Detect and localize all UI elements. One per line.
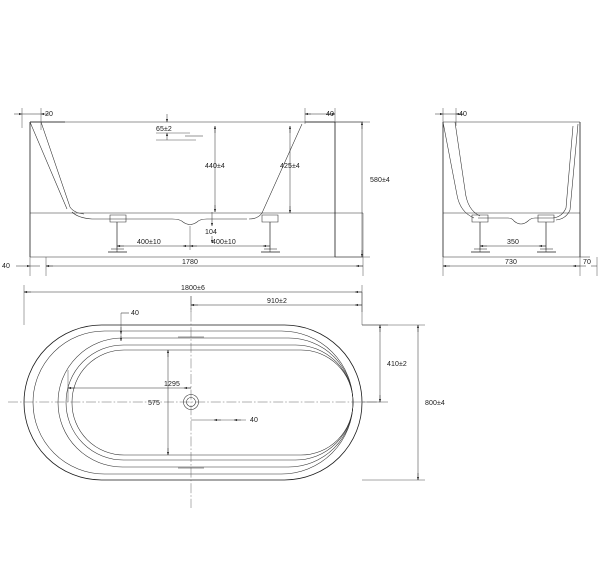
dim-side-overall: 730 70	[442, 213, 598, 276]
label-plan-drain-from-right: 910±2	[267, 298, 287, 305]
dim-plan-rim-width-right: 40	[191, 417, 258, 424]
dim-plan-overall-width: 800±4	[362, 324, 445, 481]
dim-drain-height: 104	[205, 212, 217, 244]
plan-outer-outline	[23, 324, 363, 481]
dim-plan-overall-length: 1800±6	[23, 285, 363, 325]
label-plan-rim-width-left: 40	[131, 310, 139, 317]
label-side-rim: 40	[459, 111, 467, 118]
front-left-wall	[29, 121, 68, 210]
side-left-inner-slope	[454, 121, 481, 217]
front-right-inner-slope	[248, 123, 303, 220]
label-overall-height: 580±4	[370, 177, 390, 184]
label-side-overall-width: 730	[505, 259, 517, 266]
plan-view: 1800±6 910±2 40 40	[8, 285, 445, 508]
label-rim-inner-offset: 65±2	[156, 126, 172, 133]
side-right-inner-slope	[552, 125, 574, 219]
label-plan-inner-end-to-drain: 575	[148, 400, 160, 407]
dim-side-foot-spacing: 350	[479, 222, 547, 250]
dim-plan-inner-end-to-drain: 575	[148, 349, 170, 456]
dim-inner-depth-right: 425±4	[280, 125, 300, 214]
dim-plan-rim-width-left: 40	[119, 310, 139, 342]
label-foot-spacing-left: 400±10	[137, 239, 161, 246]
label-side-right-offset: 70	[583, 259, 591, 266]
side-drain-dip	[507, 217, 536, 225]
label-drain-height: 104	[205, 229, 217, 236]
front-drain-dip	[171, 218, 208, 225]
plan-drain-outer	[183, 394, 199, 410]
dim-front-left-rim: 20	[14, 108, 53, 130]
dim-inner-depth-center: 440±4	[205, 125, 225, 213]
label-inner-depth-center: 440±4	[205, 163, 225, 170]
label-plan-drain-from-left: 1295	[164, 381, 180, 388]
dim-plan-drain-from-left: 1295	[67, 370, 191, 402]
side-right-wall	[555, 123, 579, 221]
side-left-wall	[442, 121, 475, 219]
front-elevation-view: 20 40 65±2 440±4	[2, 108, 390, 276]
label-side-foot-spacing: 350	[507, 239, 519, 246]
label-base-length: 1780	[182, 259, 198, 266]
dim-overall-height: 580±4	[335, 121, 390, 258]
plan-drain-inner	[186, 397, 196, 407]
label-base-left-offset: 40	[2, 263, 10, 270]
dim-side-rim: 40	[435, 108, 467, 126]
dim-plan-drain-from-right: 910±2	[190, 292, 363, 312]
label-front-left-rim: 20	[45, 111, 53, 118]
side-elevation-view: 40 350 730 70	[435, 108, 598, 276]
dim-base-length: 1780 40	[2, 213, 364, 276]
dim-front-right-rim: 40	[304, 108, 336, 124]
label-plan-rim-width-right: 40	[250, 417, 258, 424]
label-plan-overall-width: 800±4	[425, 400, 445, 407]
label-inner-depth-right: 425±4	[280, 163, 300, 170]
dim-rim-inner-offset: 65±2	[156, 114, 203, 141]
label-plan-inner-half-width: 410±2	[387, 361, 407, 368]
label-front-right-rim: 40	[326, 111, 334, 118]
label-plan-overall-length: 1800±6	[181, 285, 205, 292]
label-foot-spacing-right: 400±10	[212, 239, 236, 246]
dim-foot-spacing: 400±10 400±10	[116, 222, 271, 250]
front-left-inner-slope	[40, 121, 85, 215]
plan-basin-floor-outline	[71, 349, 354, 456]
